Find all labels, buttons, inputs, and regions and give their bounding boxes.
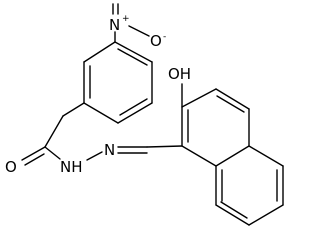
bond — [248, 145, 284, 167]
amide-nh-label: NH — [60, 158, 83, 176]
bond — [215, 204, 250, 226]
bond — [86, 151, 103, 161]
bond — [21, 146, 46, 161]
bond — [128, 25, 150, 37]
bond — [216, 95, 245, 113]
bond-layer — [21, 3, 284, 226]
bond — [181, 88, 217, 108]
bond — [248, 204, 284, 226]
bond — [24, 153, 45, 166]
nitro-nitrogen-charge: + — [122, 14, 130, 24]
bond — [215, 88, 250, 110]
bond — [215, 145, 250, 167]
structure-canvas: N + O O - OH O NH N — [5, 0, 284, 226]
bond — [83, 102, 119, 124]
bond — [114, 41, 153, 63]
nitro-nitrogen-label: N — [109, 16, 120, 34]
nitro-oxygen-top-label: O — [110, 0, 122, 3]
atom-label-layer: N + O O - OH O NH N — [5, 0, 191, 176]
bond — [44, 115, 64, 148]
imine-nitrogen-label: N — [104, 141, 115, 159]
bond — [83, 41, 116, 63]
hydroxyl-label: OH — [168, 65, 191, 83]
bond — [117, 102, 153, 124]
bond — [117, 48, 148, 66]
carbonyl-oxygen-label: O — [5, 158, 17, 176]
bond — [146, 145, 183, 148]
bond — [44, 146, 61, 160]
bond — [119, 98, 148, 116]
nitro-oxygen-right-label: O — [150, 32, 162, 50]
nitro-oxygen-charge: - — [163, 32, 166, 42]
bond — [62, 102, 85, 117]
bond — [181, 145, 217, 167]
molecule-structure: N + O O - OH O NH N — [5, 0, 284, 226]
bond — [220, 201, 248, 219]
